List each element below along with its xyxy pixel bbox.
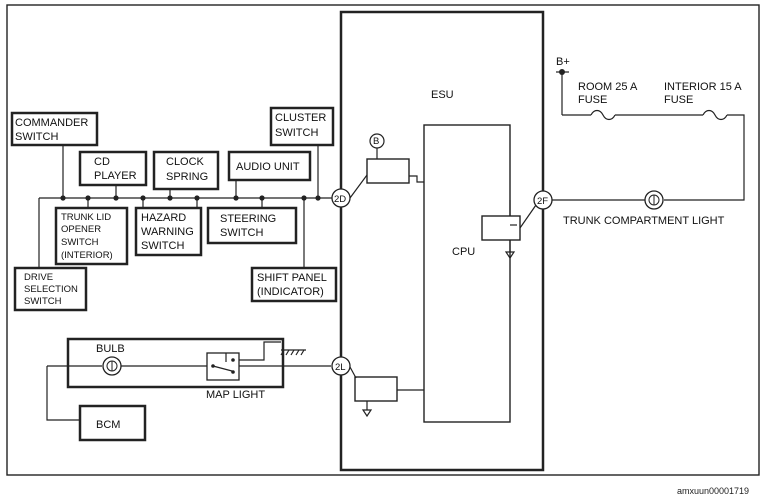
drive-selection-switch: DRIVE SELECTION SWITCH (13, 266, 88, 312)
diagram-frame (6, 4, 760, 476)
svg-text:AUDIO UNIT: AUDIO UNIT (236, 161, 300, 173)
bulb-label: BULB (96, 343, 125, 355)
svg-text:SHIFT PANEL: SHIFT PANEL (257, 272, 327, 284)
cpu-label: CPU (452, 246, 475, 258)
ground-icon (280, 349, 306, 356)
interior-fuse-label-2: FUSE (664, 94, 693, 106)
svg-text:PLAYER: PLAYER (94, 170, 137, 182)
connector-2l: 2L (331, 356, 351, 376)
svg-text:SWITCH: SWITCH (141, 240, 184, 252)
svg-text:(INDICATOR): (INDICATOR) (257, 286, 324, 298)
room-fuse-symbol (590, 109, 616, 121)
svg-text:STEERING: STEERING (220, 213, 276, 225)
map-light-switch-icon (206, 352, 240, 381)
esu-input-circuit-2l (349, 366, 424, 418)
svg-text:CLUSTER: CLUSTER (275, 112, 326, 124)
svg-text:SWITCH: SWITCH (61, 237, 99, 248)
clock-spring: CLOCK SPRING (152, 150, 220, 191)
esu-input-circuit-b: B (349, 133, 424, 199)
map-light-bulb-icon (102, 356, 122, 376)
cd-player: CD PLAYER (78, 150, 148, 187)
svg-text:WARNING: WARNING (141, 226, 194, 238)
hazard-warning-switch: HAZARD WARNING SWITCH (134, 206, 203, 257)
svg-text:DRIVE: DRIVE (24, 272, 53, 283)
room-fuse-label-1: ROOM 25 A (578, 81, 638, 93)
svg-text:SELECTION: SELECTION (24, 284, 78, 295)
trunk-light-bulb-icon (644, 190, 664, 210)
svg-text:SWITCH: SWITCH (15, 131, 58, 143)
room-fuse-label-2: FUSE (578, 94, 607, 106)
svg-text:TRUNK LID: TRUNK LID (61, 212, 111, 223)
svg-text:OPENER: OPENER (61, 224, 101, 235)
svg-text:HAZARD: HAZARD (141, 212, 186, 224)
map-light-label: MAP LIGHT (206, 389, 265, 401)
interior-fuse-symbol (702, 109, 728, 121)
svg-text:2F: 2F (537, 196, 548, 207)
svg-text:CLOCK: CLOCK (166, 156, 205, 168)
esu-unit: ESU CPU B (339, 10, 545, 472)
interior-fuse-label-1: INTERIOR 15 A (664, 81, 742, 93)
svg-text:BCM: BCM (96, 419, 120, 431)
bplus-label: B+ (556, 56, 570, 68)
trunk-light-label: TRUNK COMPARTMENT LIGHT (563, 215, 725, 227)
commander-switch: COMMANDER SWITCH (10, 111, 99, 147)
bcm-unit: BCM (46, 366, 147, 442)
svg-text:SWITCH: SWITCH (24, 296, 62, 307)
svg-text:2L: 2L (335, 362, 346, 373)
audio-unit: AUDIO UNIT (227, 150, 312, 182)
connector-2d: 2D (331, 188, 351, 208)
shift-panel-indicator: SHIFT PANEL (INDICATOR) (250, 266, 338, 303)
power-circuit: B+ (552, 56, 745, 210)
steering-switch: STEERING SWITCH (206, 206, 298, 245)
map-light-assembly: BULB MAP LIGHT (47, 337, 331, 401)
svg-text:CD: CD (94, 156, 110, 168)
cluster-switch: CLUSTER SWITCH (269, 106, 335, 147)
connector-b-label: B (373, 136, 379, 147)
esu-output-circuit-2f (481, 200, 537, 260)
svg-text:(INTERIOR): (INTERIOR) (61, 250, 113, 261)
svg-text:COMMANDER: COMMANDER (15, 117, 88, 129)
communication-bus (38, 145, 332, 268)
svg-text:SWITCH: SWITCH (275, 127, 318, 139)
svg-text:SWITCH: SWITCH (220, 227, 263, 239)
cpu-block (423, 124, 511, 423)
diagram-id: amxuun00001719 (677, 486, 749, 496)
svg-text:2D: 2D (334, 194, 346, 205)
esu-title: ESU (431, 89, 454, 101)
connector-2f: 2F (533, 190, 553, 210)
trunk-lid-opener-switch: TRUNK LID OPENER SWITCH (INTERIOR) (54, 206, 129, 266)
svg-text:SPRING: SPRING (166, 171, 208, 183)
